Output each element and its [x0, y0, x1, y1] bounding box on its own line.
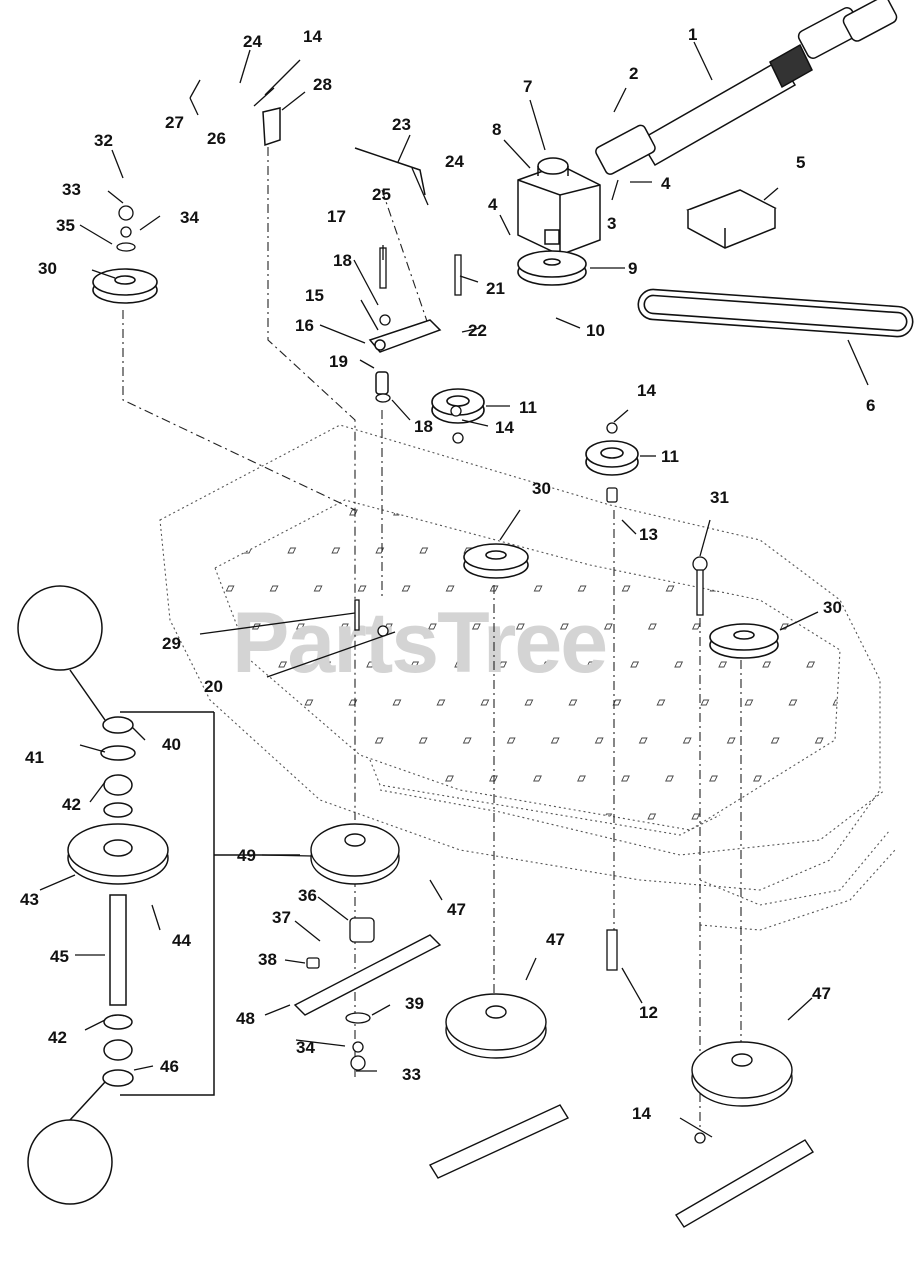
callout-8: 8 [492, 120, 501, 139]
callout-42: 42 [48, 1028, 67, 1047]
callout-16: 16 [295, 316, 314, 335]
callout-24: 24 [445, 152, 464, 171]
callout-6: 6 [866, 396, 875, 415]
idler-arm-part [262, 107, 442, 395]
callout-33: 33 [62, 180, 81, 199]
callout-15: 15 [305, 286, 324, 305]
callout-2: 2 [629, 64, 638, 83]
callout-1: 1 [688, 25, 697, 44]
callout-49: 49 [237, 846, 256, 865]
callout-22: 22 [468, 321, 487, 340]
callout-33: 33 [402, 1065, 421, 1084]
callout-5: 5 [796, 153, 805, 172]
callout-11: 11 [519, 398, 537, 417]
callout-27: 27 [165, 113, 184, 132]
callout-12: 12 [639, 1003, 658, 1022]
callout-34: 34 [296, 1038, 315, 1057]
dashed-guides [122, 128, 742, 1130]
callout-14: 14 [303, 27, 322, 46]
callout-29: 29 [162, 634, 181, 653]
spindle-assembly-part [17, 585, 300, 1205]
spindle-housing-parts [310, 823, 793, 1107]
callout-18: 18 [333, 251, 352, 270]
callout-25: 25 [372, 185, 391, 204]
callout-14: 14 [632, 1104, 651, 1123]
callout-35: 35 [56, 216, 75, 235]
callout-24: 24 [243, 32, 262, 51]
callout-46: 46 [160, 1057, 179, 1076]
callout-42: 42 [62, 795, 81, 814]
callout-9: 9 [628, 259, 637, 278]
callout-48: 48 [236, 1009, 255, 1028]
callout-30: 30 [532, 479, 551, 498]
callout-20: 20 [204, 677, 223, 696]
callout-41: 41 [25, 748, 44, 767]
callout-4: 4 [661, 174, 671, 193]
callout-37: 37 [272, 908, 291, 927]
hardware-parts [116, 205, 708, 1144]
deck-hole-field [215, 500, 840, 830]
callout-31: 31 [710, 488, 729, 507]
callout-47: 47 [546, 930, 565, 949]
callout-18: 18 [414, 417, 433, 436]
blade-parts [293, 934, 814, 1228]
callout-14: 14 [495, 418, 514, 437]
callout-38: 38 [258, 950, 277, 969]
callout-10: 10 [586, 321, 605, 340]
gearbox-part [517, 157, 601, 256]
callout-19: 19 [329, 352, 348, 371]
callout-leaders [39, 41, 869, 1138]
callout-47: 47 [812, 984, 831, 1003]
callout-36: 36 [298, 886, 317, 905]
callout-13: 13 [639, 525, 658, 544]
callout-43: 43 [20, 890, 39, 909]
callout-30: 30 [823, 598, 842, 617]
callout-21: 21 [486, 279, 505, 298]
callout-3: 3 [607, 214, 616, 233]
drive-shaft-part [595, 0, 898, 175]
block-part [686, 189, 777, 249]
callout-4: 4 [488, 195, 498, 214]
callout-11: 11 [661, 447, 679, 466]
callout-28: 28 [313, 75, 332, 94]
callout-14: 14 [637, 381, 656, 400]
callout-39: 39 [405, 994, 424, 1013]
callout-23: 23 [392, 115, 411, 134]
callout-7: 7 [523, 77, 532, 96]
callout-45: 45 [50, 947, 69, 966]
callout-17: 17 [327, 207, 346, 226]
watermark-text: PartsTree [232, 595, 606, 691]
callout-labels: 1 2 3 4 4 5 6 7 8 9 10 11 11 12 13 14 14… [20, 25, 875, 1123]
pulley-parts [92, 250, 779, 659]
callout-26: 26 [207, 129, 226, 148]
callout-47: 47 [447, 900, 466, 919]
callout-32: 32 [94, 131, 113, 150]
callout-34: 34 [180, 208, 199, 227]
callout-44: 44 [172, 931, 191, 950]
callout-30: 30 [38, 259, 57, 278]
belt-part [637, 288, 914, 338]
callout-40: 40 [162, 735, 181, 754]
